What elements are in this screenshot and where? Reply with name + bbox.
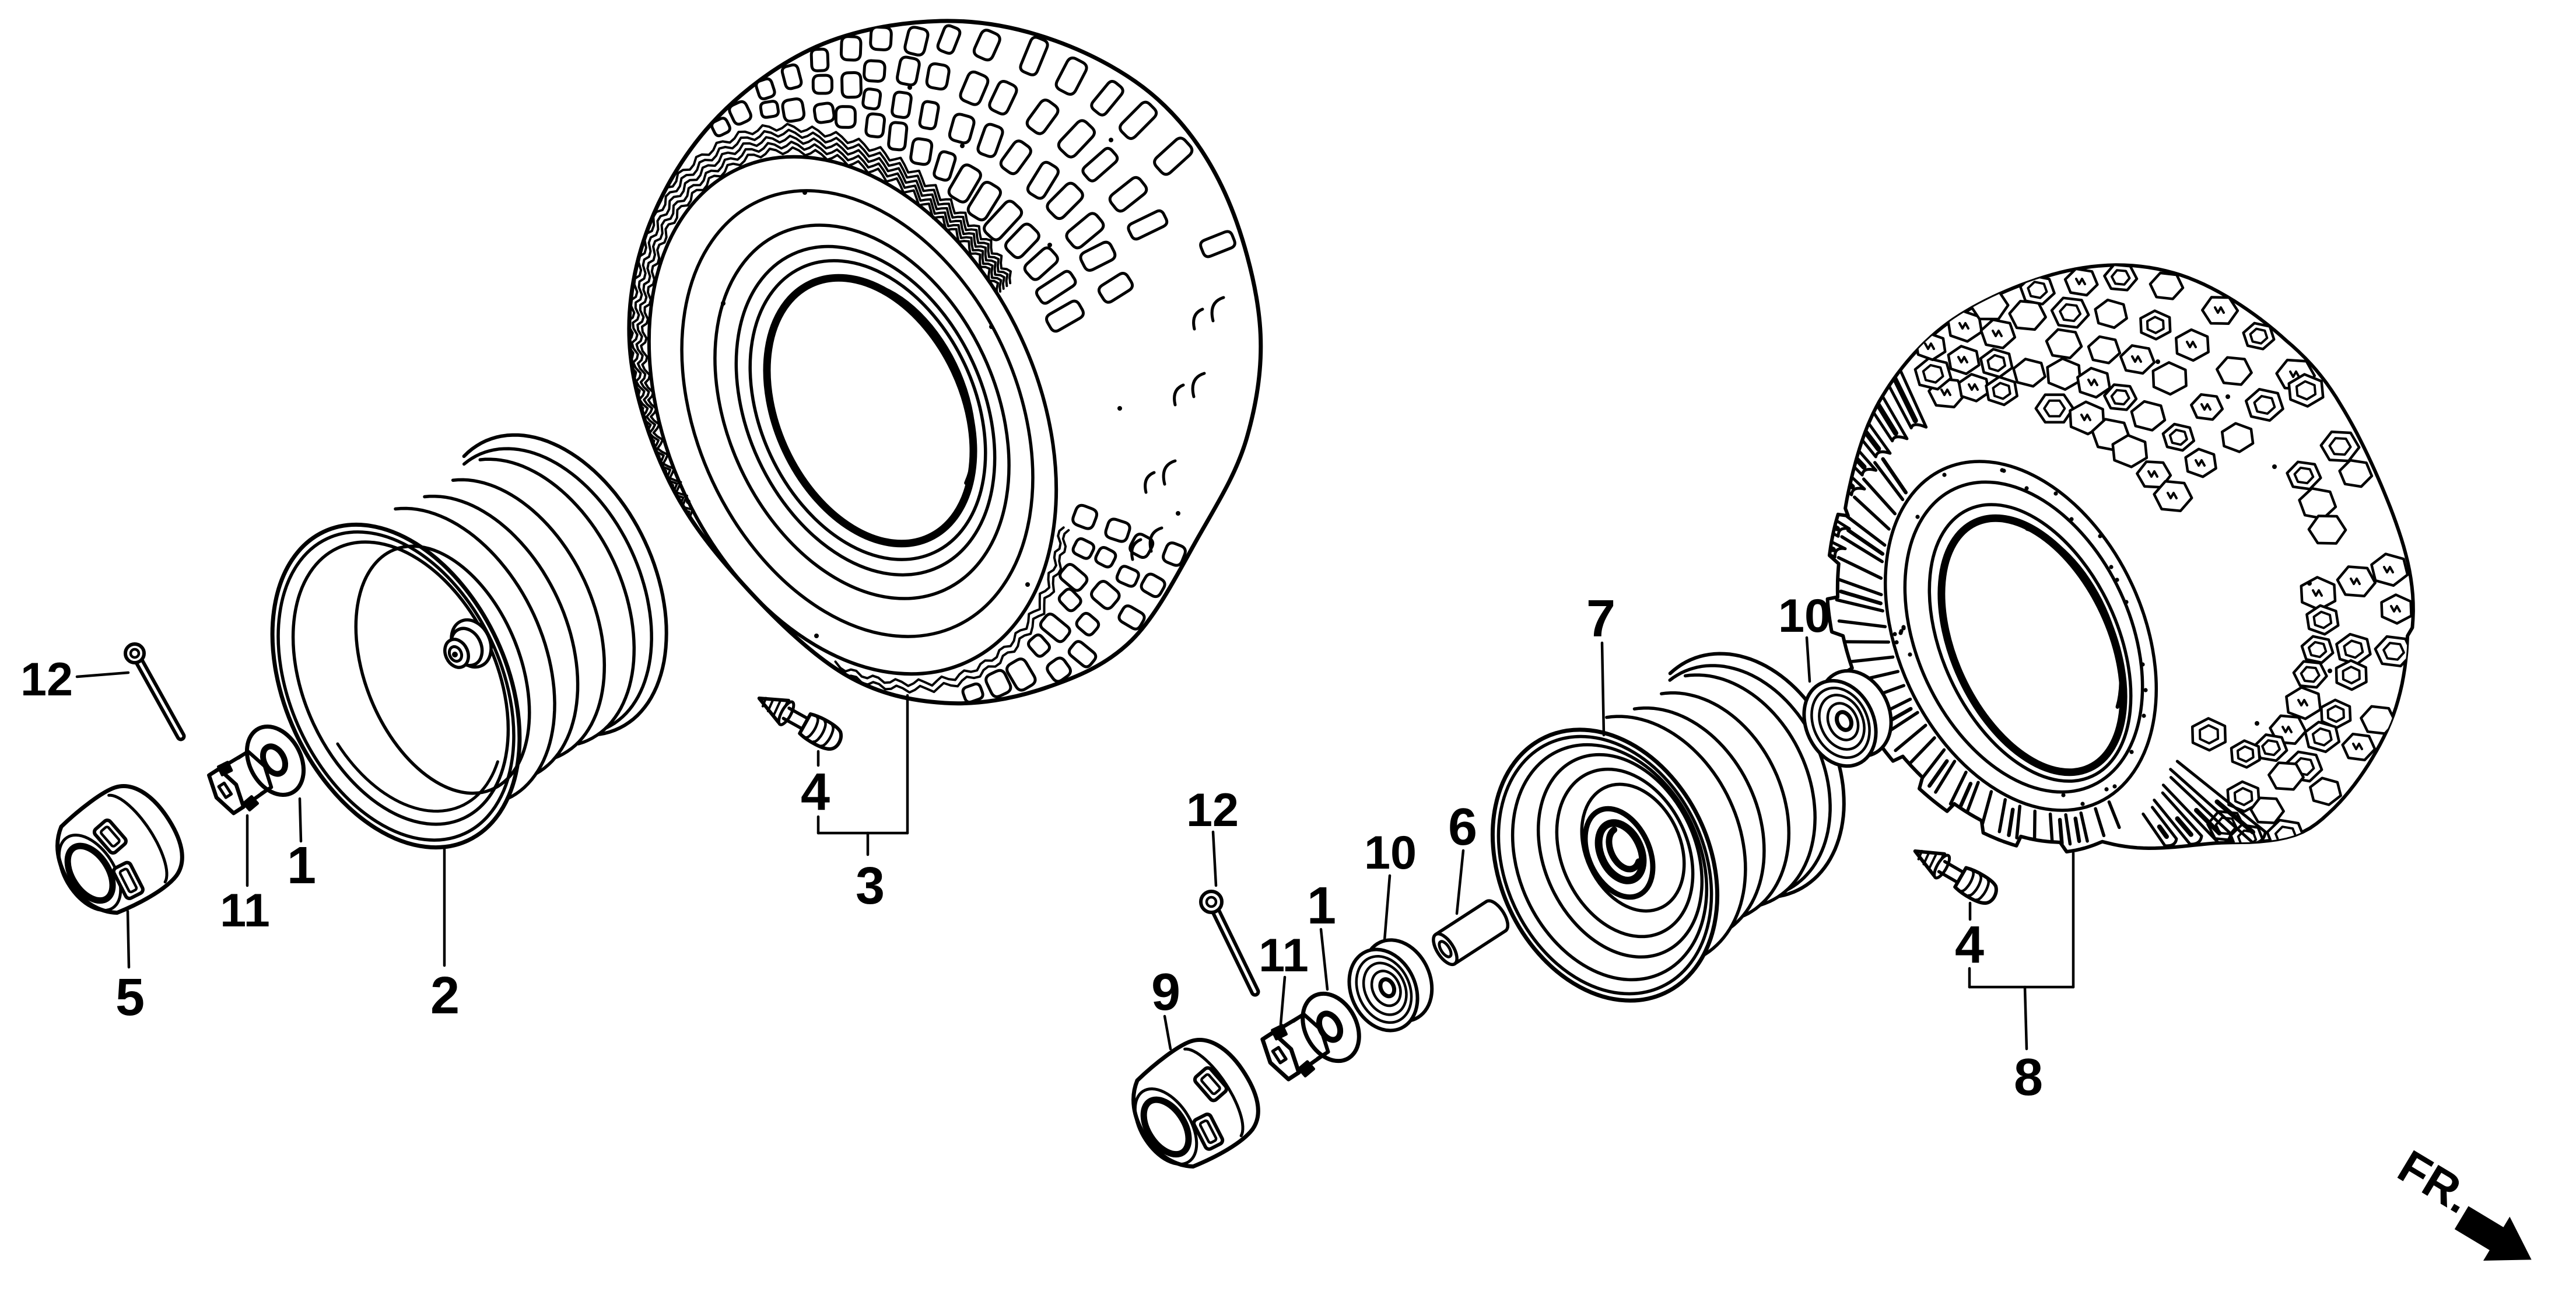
svg-text:11: 11 bbox=[1259, 929, 1309, 982]
svg-text:12: 12 bbox=[1186, 784, 1239, 837]
svg-text:5: 5 bbox=[115, 968, 145, 1027]
svg-text:2: 2 bbox=[430, 967, 460, 1025]
svg-text:7: 7 bbox=[1586, 590, 1615, 648]
svg-text:9: 9 bbox=[1151, 963, 1180, 1021]
svg-text:8: 8 bbox=[2014, 1048, 2043, 1107]
svg-text:4: 4 bbox=[1955, 916, 1984, 974]
svg-text:1: 1 bbox=[1307, 877, 1336, 935]
svg-text:3: 3 bbox=[856, 857, 885, 915]
svg-text:10: 10 bbox=[1364, 827, 1417, 879]
svg-text:1: 1 bbox=[287, 837, 316, 895]
svg-text:10: 10 bbox=[1778, 590, 1831, 642]
svg-text:12: 12 bbox=[20, 653, 73, 706]
svg-text:6: 6 bbox=[1448, 798, 1477, 856]
svg-text:11: 11 bbox=[220, 884, 270, 937]
svg-text:4: 4 bbox=[801, 763, 830, 821]
